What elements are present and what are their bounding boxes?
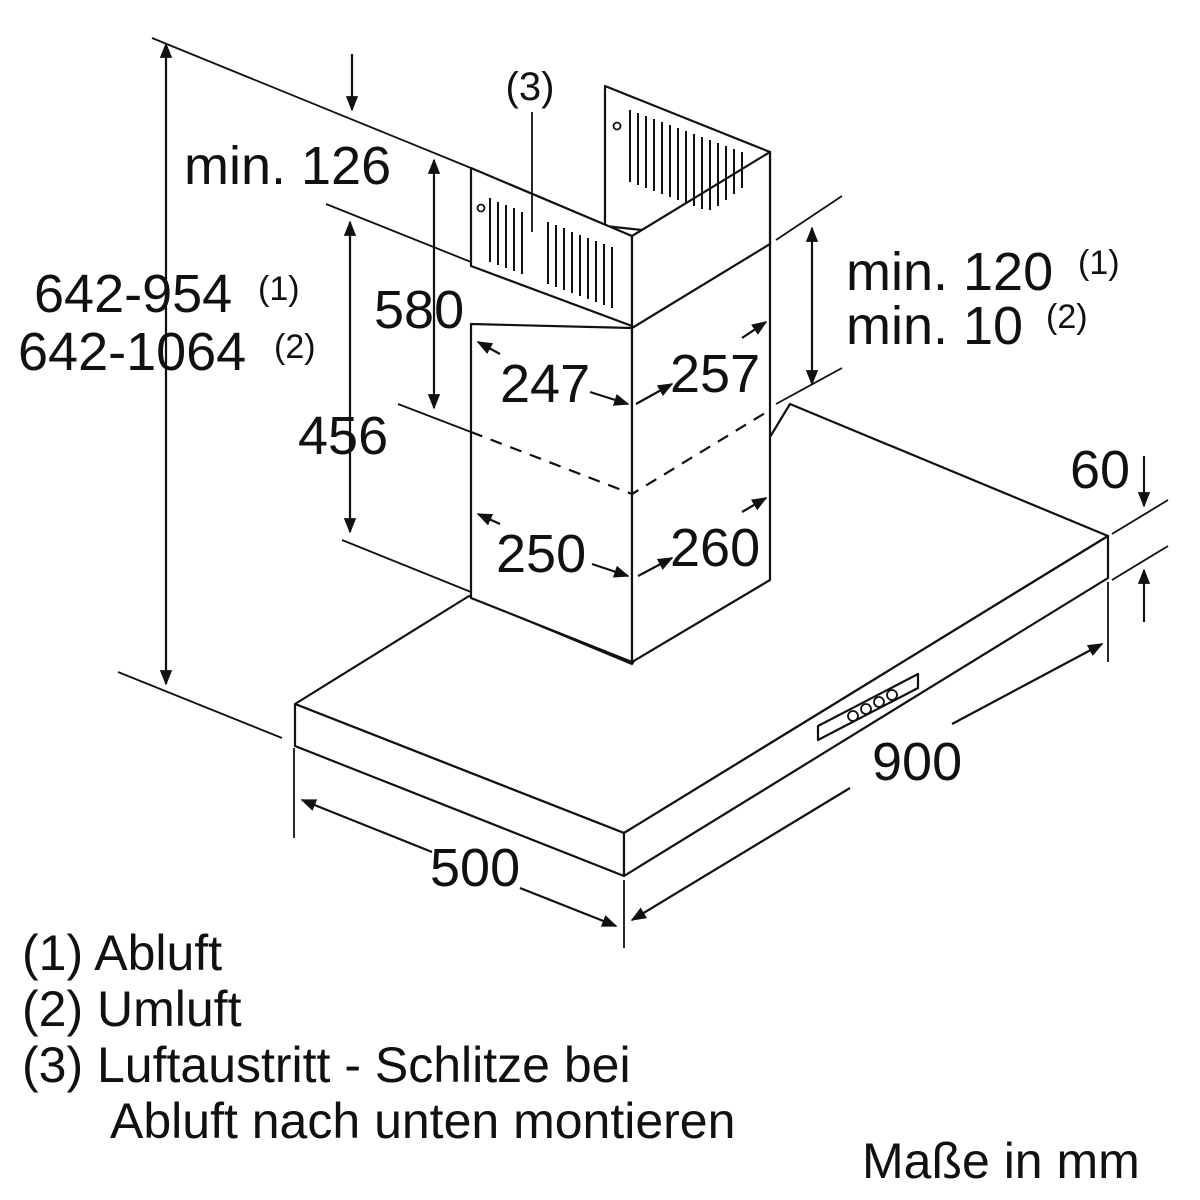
label-min-10: min. 10 (846, 296, 1023, 356)
label-60: 60 (1070, 440, 1130, 500)
label-456: 456 (298, 406, 388, 466)
label-500: 500 (430, 838, 520, 898)
dimension-labels: (3) min. 126 642-954 (1) 642-1064 (2) 58… (18, 65, 1130, 898)
label-min-120-note: (1) (1078, 244, 1120, 282)
label-900: 900 (872, 732, 962, 792)
label-height-range-1-note: (1) (258, 270, 300, 308)
air-outlet-slots-front (476, 198, 613, 308)
label-247: 247 (500, 354, 590, 414)
callout-3-label: (3) (506, 65, 555, 109)
label-260: 260 (670, 518, 760, 578)
label-257: 257 (670, 344, 760, 404)
label-min-10-note: (2) (1046, 298, 1088, 336)
lower-chimney (469, 240, 772, 664)
label-250: 250 (496, 524, 586, 584)
label-height-range-1: 642-954 (34, 264, 232, 324)
label-height-range-2: 642-1064 (18, 322, 246, 382)
legend-item-luftaustritt: (3) Luftaustritt - Schlitze bei (22, 1037, 631, 1093)
label-height-range-2-note: (2) (274, 328, 316, 366)
units-note: Maße in mm (862, 1133, 1140, 1189)
legend-item-umluft: (2) Umluft (22, 981, 242, 1037)
dimension-arrows (159, 42, 1151, 928)
label-min-120: min. 120 (846, 242, 1053, 302)
overlap-line (470, 409, 771, 496)
control-buttons (847, 689, 898, 722)
label-580: 580 (374, 280, 464, 340)
upper-chimney (469, 84, 772, 330)
legend-item-luftaustritt-cont: Abluft nach unten montieren (110, 1093, 735, 1149)
legend-item-abluft: (1) Abluft (22, 925, 222, 981)
upper-chimney-side (630, 150, 772, 330)
label-min-126: min. 126 (184, 136, 391, 196)
air-outlet-slots-back (612, 110, 743, 210)
extension-lines (117, 37, 1169, 948)
legend: (1) Abluft (2) Umluft (3) Luftaustritt -… (22, 925, 735, 1149)
